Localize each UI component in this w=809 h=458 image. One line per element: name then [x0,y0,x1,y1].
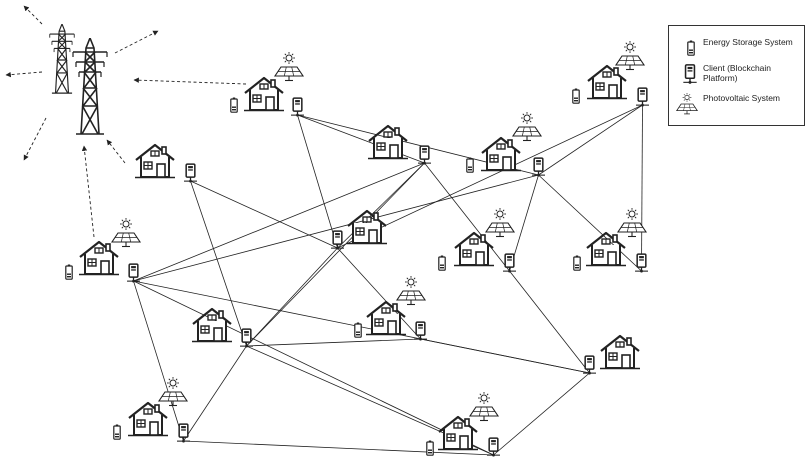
connection-line [246,162,425,347]
client-node-icon [240,328,253,348]
connection-line [297,114,338,249]
house-icon [454,231,494,267]
grid-energy-flows [5,5,247,238]
client-node-icon [636,87,649,107]
connection-line [424,162,510,272]
transmission-tower-icon [49,24,75,94]
grid-export-arrow [114,30,159,54]
connection-line [246,247,338,347]
connection-line [133,174,539,282]
client-node-icon [487,437,500,457]
house-icon [587,64,627,100]
house-icon [600,334,640,370]
connection-line [183,345,247,442]
house-node [354,276,427,341]
house-icon [128,401,168,437]
house-icon [244,76,284,112]
house-icon [368,124,408,160]
client-node-icon [683,64,697,84]
connection-line [183,440,494,456]
battery-icon [230,97,238,113]
grid-flow-arrow [133,77,247,85]
grid-export-arrow [23,117,47,161]
house-icon [366,300,406,336]
legend-label: Client (Blockchain Platform) [703,63,772,83]
legend-item-photovoltaic: Photovoltaic System [673,93,803,115]
battery-icon [426,440,434,456]
battery-icon [466,157,474,173]
connection-line [538,104,643,176]
network-connections [133,104,643,456]
legend-item-client: Client (Blockchain Platform) [673,63,803,85]
house-icon [79,240,119,276]
legend: Energy Storage System Client (Blockchain… [668,25,805,126]
solar-panel-icon [512,112,542,142]
client-node-icon [331,230,344,250]
legend-item-energy-storage: Energy Storage System [673,37,803,59]
house-icon [438,415,478,451]
house-icon [192,307,232,343]
house-node [113,377,190,443]
connection-line [337,247,421,340]
solar-panel-icon [676,93,698,115]
grid-export-arrow [5,71,43,78]
house-node [65,218,141,283]
connection-line [133,280,184,442]
client-node-icon [418,145,431,165]
house-node [426,392,500,457]
battery-icon [113,424,121,440]
connection-line [246,338,421,347]
house-node [573,208,648,273]
connection-line [538,174,642,272]
battery-icon [354,322,362,338]
solar-panel-icon [485,208,515,238]
house-node [135,143,197,183]
connection-line [133,280,494,456]
battery-icon [438,255,446,271]
solar-panel-icon [469,392,499,422]
battery-icon [573,255,581,271]
solar-panel-icon [158,377,188,407]
house-node [572,41,649,107]
house-node [583,334,640,375]
legend-label: Energy Storage System [703,37,793,47]
solar-panel-icon [396,276,426,306]
house-node [192,307,253,348]
connection-line [297,114,425,164]
grid-export-arrow [23,5,43,25]
battery-icon [65,264,73,280]
house-node [230,52,304,117]
house-node [331,209,387,250]
connection-line [190,180,247,347]
house-icon [135,143,175,179]
connection-line [493,372,590,456]
house-node [438,208,516,273]
solar-panel-icon [111,218,141,248]
connection-line [509,270,590,374]
client-node-icon [177,423,190,443]
client-node-icon [291,97,304,117]
house-node [368,124,431,165]
solar-panel-icon [615,41,645,71]
connection-line [190,180,338,249]
solar-panel-icon [274,52,304,82]
connection-line [133,162,425,282]
client-node-icon [184,163,197,183]
battery-icon [572,88,580,104]
connection-line [337,104,643,249]
legend-label: Photovoltaic System [703,93,781,103]
house-node [466,112,545,177]
connection-line [641,104,643,272]
battery-icon [687,40,695,56]
client-node-icon [503,253,516,273]
house-icon [481,136,521,172]
grid-flow-arrow [106,139,126,164]
client-node-icon [635,253,648,273]
transmission-tower-icon [72,38,108,135]
grid-flow-arrow [81,145,95,238]
